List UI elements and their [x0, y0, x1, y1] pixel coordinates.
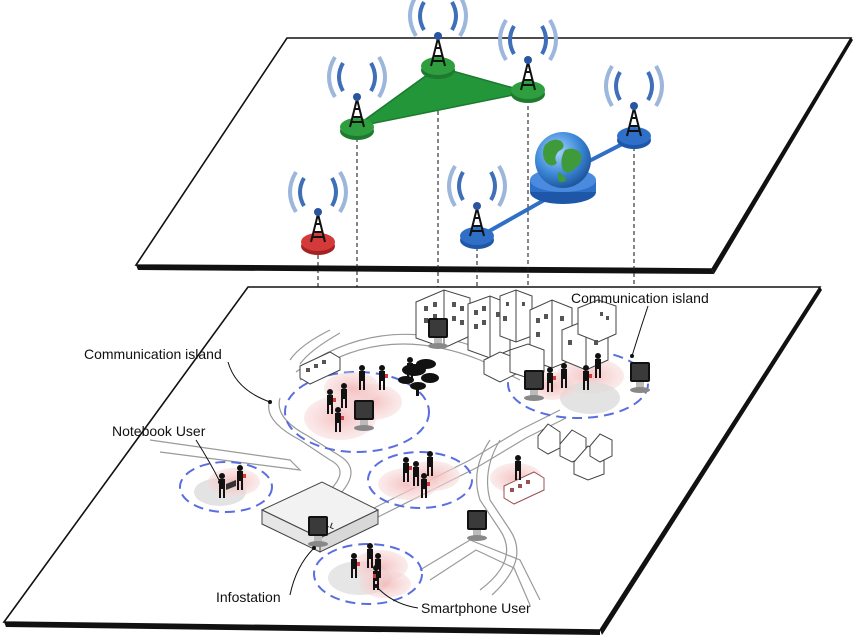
- person-icon: [403, 457, 409, 482]
- person-icon: [351, 553, 357, 578]
- tower-blue-right-icon: [604, 64, 664, 149]
- bus-icon: [299, 351, 341, 385]
- infostation-kiosk-icon: [428, 318, 448, 349]
- person-icon: [237, 465, 243, 490]
- globe-icon: [530, 132, 596, 204]
- tower-red-icon: [288, 170, 348, 255]
- person-icon: [379, 365, 385, 390]
- infostation-kiosk-icon: [524, 370, 544, 401]
- bus-icon-bottom: [503, 471, 545, 505]
- person-icon: [367, 543, 373, 568]
- tower-green-top-icon: [408, 0, 468, 79]
- person-icon: [421, 473, 427, 498]
- person-icon: [407, 357, 413, 382]
- infostation-kiosk-icon: [308, 516, 328, 547]
- person-icon: [547, 367, 553, 392]
- tree-icon: [398, 359, 439, 396]
- person-icon: [427, 451, 433, 476]
- smartphone-accents: [243, 374, 592, 578]
- person-icon: [219, 473, 225, 498]
- person-icon: [327, 389, 333, 414]
- person-icon: [583, 365, 589, 390]
- person-icon: [359, 365, 365, 390]
- tower-green-left-icon: [327, 55, 387, 140]
- person-icon: [341, 383, 347, 408]
- label-smartphone-user: Smartphone User: [421, 600, 531, 616]
- person-icon: [515, 455, 521, 480]
- label-communication-island-right: Communication island: [571, 290, 709, 306]
- person-icon: [413, 461, 419, 486]
- mall-building-icon: [260, 481, 380, 553]
- infostation-kiosk-icon: [467, 510, 487, 541]
- callout-dots: [218, 354, 634, 588]
- upper-plane: [134, 37, 853, 274]
- person-icon: [335, 407, 341, 432]
- infostation-kiosk-icon: [630, 362, 650, 393]
- house-icon: [537, 423, 613, 481]
- tower-green-right-icon: [498, 18, 558, 103]
- infostation-kiosk-icon: [354, 400, 374, 431]
- building-windows: [424, 302, 609, 345]
- notebook-icon: [226, 480, 236, 490]
- person-icon: [561, 363, 567, 388]
- label-notebook-user: Notebook User: [112, 423, 206, 439]
- label-communication-island-left: Communication island: [84, 346, 222, 362]
- person-icon: [595, 353, 601, 378]
- callout-lines: [195, 305, 649, 609]
- user-group: [219, 353, 601, 590]
- tower-blue-center-icon: [447, 164, 507, 249]
- mesh-link-triangle: [354, 66, 529, 128]
- label-infostation: Infostation: [216, 589, 281, 605]
- building-icon: [415, 289, 617, 383]
- lower-plane: [2, 286, 822, 635]
